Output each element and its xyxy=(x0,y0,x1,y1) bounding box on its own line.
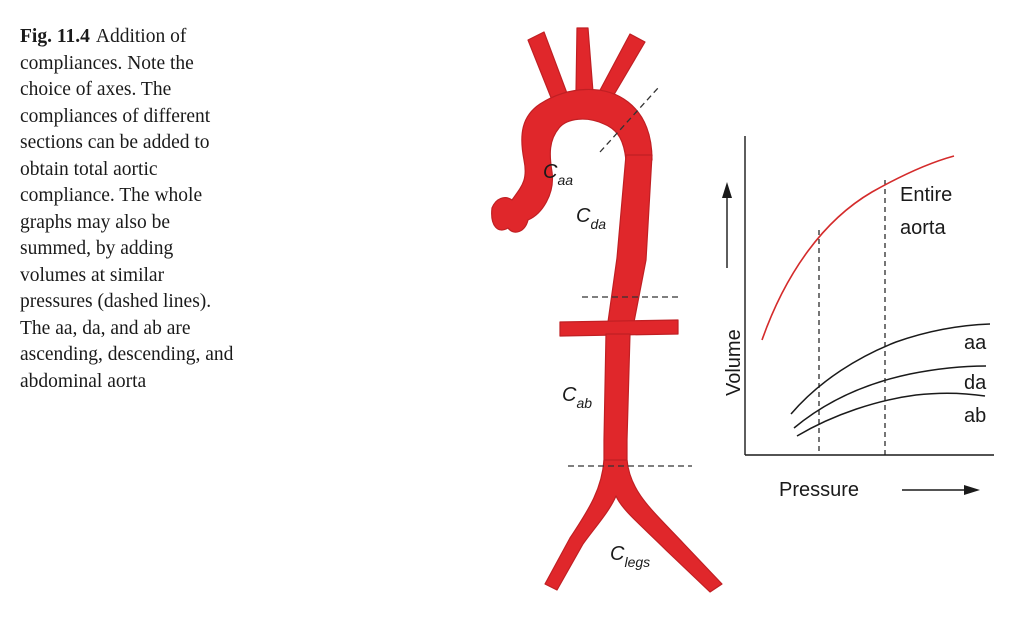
caption-line: summed, by adding xyxy=(20,238,174,259)
caption-line: volumes at similar xyxy=(20,264,165,286)
caption-line: pressures (dashed lines). xyxy=(20,291,212,312)
curve-entire-aorta xyxy=(761,155,955,341)
compliance-graph: Volume Pressure Entire aorta aa da ab xyxy=(722,136,994,501)
y-axis-label: Volume xyxy=(723,329,745,396)
aortic-branch-middle xyxy=(575,27,594,93)
aortic-branch-right xyxy=(597,33,646,99)
caption-line: abdominal aorta xyxy=(20,370,147,392)
label-entire-aorta-line-2: aorta xyxy=(900,217,946,239)
leg-arteries xyxy=(544,459,723,593)
caption-line: ascending, descending, and xyxy=(20,344,234,365)
curve-ab xyxy=(796,392,986,437)
caption-line: sections can be added to xyxy=(20,132,210,153)
caption-line: graphs may also be xyxy=(20,211,171,233)
label-ab: ab xyxy=(964,405,986,427)
caption-line: The aa, da, and ab are xyxy=(20,317,191,339)
label-aa: aa xyxy=(964,332,987,354)
figure-label: Fig. 11.4 xyxy=(20,26,90,47)
aortic-arch xyxy=(491,88,653,233)
volume-arrow-head xyxy=(722,182,732,198)
label-c-legs: Clegs xyxy=(610,543,650,570)
section-dividers xyxy=(568,87,692,467)
label-entire-aorta-line-1: Entire xyxy=(900,184,952,206)
label-c-da: Cda xyxy=(576,205,606,232)
renal-branches xyxy=(559,319,679,337)
curve-da xyxy=(793,365,987,429)
label-c-ab: Cab xyxy=(562,384,592,411)
caption-line: compliances. Note the xyxy=(20,52,194,74)
caption-line: choice of axes. The xyxy=(20,79,172,100)
curve-aa xyxy=(790,323,991,415)
pressure-arrow-head xyxy=(964,485,980,495)
divider-arch-descending xyxy=(599,87,659,153)
aortic-branch-left xyxy=(527,31,569,101)
aorta-shape xyxy=(491,27,723,593)
caption-line: compliance. The whole xyxy=(20,185,203,206)
caption-line: compliances of different xyxy=(20,105,211,127)
label-c-aa: Caa xyxy=(543,161,573,188)
caption-line: obtain total aortic xyxy=(20,158,158,180)
abdominal-aorta xyxy=(603,333,631,463)
x-axis-label: Pressure xyxy=(779,479,859,501)
label-da: da xyxy=(964,372,987,394)
